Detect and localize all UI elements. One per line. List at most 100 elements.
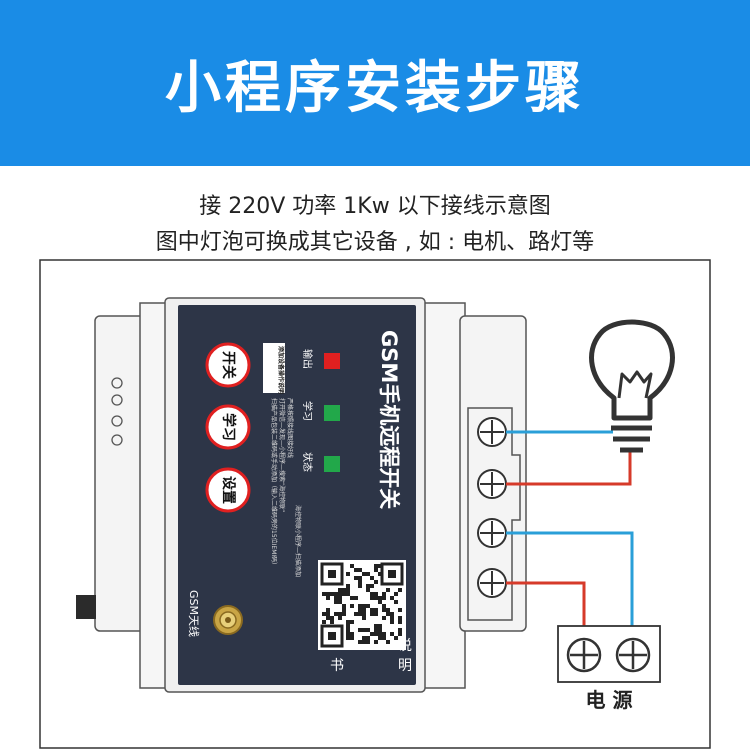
qr-cell — [382, 604, 386, 608]
qr-cell — [342, 612, 346, 616]
light-bulb-icon — [589, 319, 675, 453]
qr-cell — [398, 620, 402, 624]
qr-cell — [378, 572, 382, 576]
settings-button[interactable]: 设置 — [205, 467, 251, 513]
power-terminal — [557, 625, 661, 683]
indicator-output-label: 输出 — [301, 349, 314, 369]
qr-cell — [342, 608, 346, 612]
qr-cell — [342, 588, 346, 592]
qr-cell — [374, 596, 378, 600]
manual-label-char: 说 — [398, 638, 412, 654]
header-banner: 小程序安装步骤 — [0, 0, 750, 166]
qr-cell — [394, 600, 398, 604]
qr-cell — [362, 636, 366, 640]
qr-cell — [322, 620, 326, 624]
qr-cell — [366, 604, 370, 608]
qr-cell — [334, 612, 338, 616]
qr-cell — [370, 596, 374, 600]
qr-cell — [374, 612, 378, 616]
caption-line-2: 图中灯泡可换成其它设备 , 如 : 电机、路灯等 — [155, 230, 595, 255]
qr-cell — [350, 636, 354, 640]
qr-cell — [390, 596, 394, 600]
qr-cell — [358, 612, 362, 616]
qr-cell — [354, 612, 358, 616]
terminal-3-screw-icon — [477, 518, 507, 548]
qr-cell — [354, 596, 358, 600]
indicator-learn: 学习 — [301, 401, 340, 421]
qr-cell — [362, 628, 366, 632]
qr-cell — [358, 628, 362, 632]
qr-finder-center — [328, 632, 336, 640]
learn-button-label: 学习 — [220, 413, 237, 441]
qr-cell — [350, 632, 354, 636]
qr-cell — [398, 608, 402, 612]
qr-cell — [378, 628, 382, 632]
qr-cell — [334, 600, 338, 604]
qr-cell — [358, 608, 362, 612]
qr-cell — [322, 592, 326, 596]
wires — [506, 430, 634, 626]
qr-cell — [358, 576, 362, 580]
qr-cell — [374, 640, 378, 644]
qr-cell — [362, 616, 366, 620]
qr-cell — [374, 564, 378, 568]
qr-cell — [346, 588, 350, 592]
qr-cell — [366, 636, 370, 640]
qr-cell — [378, 624, 382, 628]
indicator-learn-label: 学习 — [301, 401, 314, 421]
qr-cell — [346, 620, 350, 624]
qr-cell — [362, 612, 366, 616]
qr-cell — [326, 608, 330, 612]
qr-cell — [374, 592, 378, 596]
manual-label-char: 明 — [398, 658, 412, 674]
qr-cell — [398, 588, 402, 592]
instruction-sticker-text: 添加设备操作说明 — [277, 346, 285, 394]
qr-cell — [370, 576, 374, 580]
qr-cell — [366, 584, 370, 588]
page-title: 小程序安装步骤 — [165, 55, 585, 121]
qr-cell — [382, 592, 386, 596]
qr-cell — [350, 564, 354, 568]
qr-cell — [370, 584, 374, 588]
qr-cell — [346, 636, 350, 640]
qr-cell — [362, 604, 366, 608]
qr-cell — [390, 620, 394, 624]
qr-cell — [330, 620, 334, 624]
qr-cell — [334, 592, 338, 596]
instruction-line-1: 严格按照接线图接好线 — [286, 398, 294, 458]
qr-cell — [370, 608, 374, 612]
instruction-line-4: 海控物联小程序—扫描添加 — [294, 505, 302, 577]
qr-cell — [382, 636, 386, 640]
qr-cell — [378, 632, 382, 636]
qr-cell — [338, 596, 342, 600]
instruction-line-2: 打开微信—发现—小程序—搜索“海控物联” — [278, 398, 286, 512]
indicator-status: 状态 — [301, 452, 340, 472]
qr-cell — [326, 612, 330, 616]
qr-cell — [370, 592, 374, 596]
qr-cell — [386, 608, 390, 612]
qr-cell — [374, 568, 378, 572]
qr-cell — [374, 624, 378, 628]
terminal-1-screw-icon — [477, 417, 507, 447]
qr-cell — [382, 608, 386, 612]
antenna-connector — [213, 605, 243, 635]
qr-cell — [398, 632, 402, 636]
qr-cell — [366, 640, 370, 644]
qr-cell — [378, 596, 382, 600]
indicator-learn-light — [324, 405, 340, 421]
switch-button[interactable]: 开关 — [205, 342, 251, 388]
qr-cell — [330, 592, 334, 596]
qr-cell — [338, 588, 342, 592]
qr-cell — [354, 568, 358, 572]
qr-cell — [354, 576, 358, 580]
qr-cell — [386, 640, 390, 644]
manual-label: 说明书 — [330, 638, 412, 674]
learn-button[interactable]: 学习 — [205, 404, 251, 450]
qr-cell — [338, 600, 342, 604]
qr-cell — [326, 616, 330, 620]
switch-button-label: 开关 — [220, 351, 237, 379]
qr-cell — [350, 620, 354, 624]
qr-cell — [390, 632, 394, 636]
qr-cell — [346, 572, 350, 576]
